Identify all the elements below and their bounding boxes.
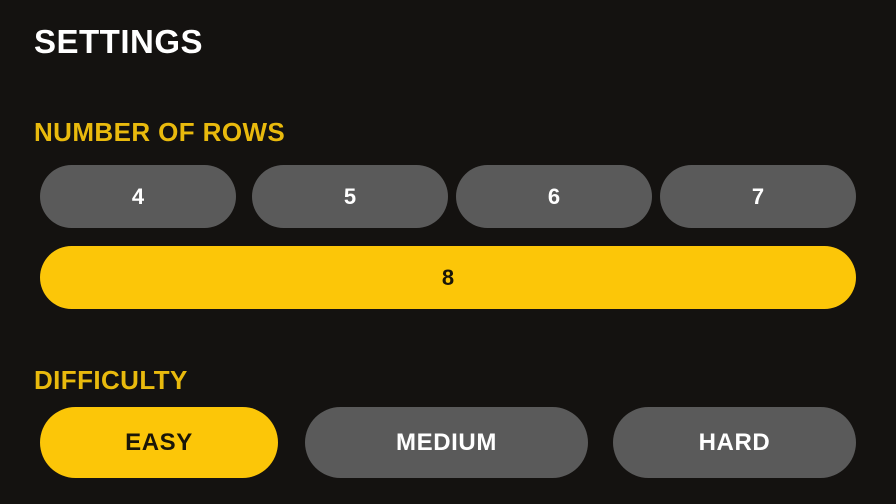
rows-option-6[interactable]: 6	[456, 165, 652, 228]
difficulty-option-easy-selected[interactable]: EASY	[40, 407, 278, 478]
section-heading-difficulty: DIFFICULTY	[34, 365, 188, 395]
section-heading-number-of-rows: NUMBER OF ROWS	[34, 117, 286, 147]
rows-option-7[interactable]: 7	[660, 165, 856, 228]
difficulty-option-hard[interactable]: HARD	[613, 407, 856, 478]
rows-option-5[interactable]: 5	[252, 165, 448, 228]
rows-option-4[interactable]: 4	[40, 165, 236, 228]
page-title: SETTINGS	[34, 23, 204, 60]
difficulty-option-medium[interactable]: MEDIUM	[305, 407, 588, 478]
rows-option-8-selected[interactable]: 8	[40, 246, 856, 309]
